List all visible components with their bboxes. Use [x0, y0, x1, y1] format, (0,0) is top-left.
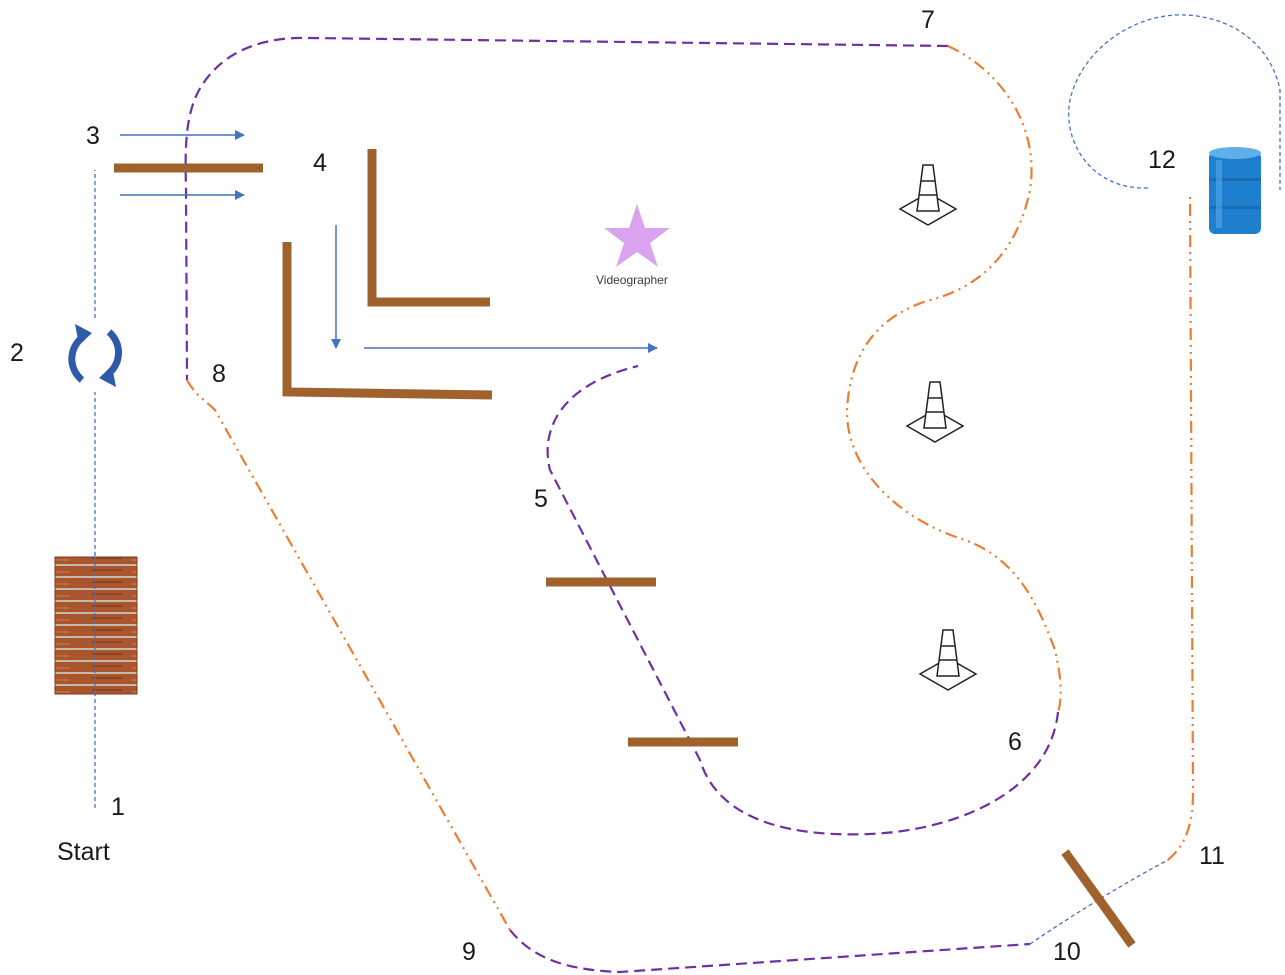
purple-path-top	[184, 36, 949, 381]
rotate-arrows-icon	[68, 324, 123, 387]
traffic-cone-icon	[918, 629, 978, 691]
orange-path-8-9	[186, 379, 511, 931]
label-start: Start	[57, 838, 110, 866]
label-8: 8	[212, 360, 226, 388]
label-3: 3	[86, 122, 100, 150]
blue-circle-path	[1068, 14, 1281, 190]
label-9: 9	[462, 938, 476, 966]
label-videographer: Videographer	[596, 273, 668, 287]
purple-path-loop	[546, 364, 1060, 836]
wood-pallet-icon	[54, 556, 138, 695]
pole-4-outer	[282, 242, 493, 400]
traffic-cone-icon	[898, 164, 958, 226]
star-icon	[604, 204, 670, 267]
label-6: 6	[1008, 728, 1022, 756]
label-11: 11	[1199, 842, 1225, 870]
barrel-icon	[1209, 147, 1261, 234]
label-7: 7	[921, 6, 935, 34]
blue-path-10-11	[1029, 859, 1169, 945]
label-12: 12	[1148, 146, 1176, 174]
label-2: 2	[10, 339, 24, 367]
purple-path-bottom	[509, 929, 1031, 974]
label-5: 5	[534, 485, 548, 513]
direction-arrows-3	[120, 130, 245, 200]
orange-path-11-12	[1167, 194, 1195, 861]
label-4: 4	[313, 149, 327, 177]
traffic-cone-icon	[905, 381, 965, 443]
label-10: 10	[1053, 938, 1081, 966]
orange-path-cones	[845, 45, 1062, 713]
pole-4-inner	[367, 149, 490, 307]
label-1: 1	[111, 793, 125, 821]
direction-arrows-4	[331, 225, 658, 353]
poles	[114, 149, 1136, 948]
pole-10	[1061, 849, 1136, 948]
